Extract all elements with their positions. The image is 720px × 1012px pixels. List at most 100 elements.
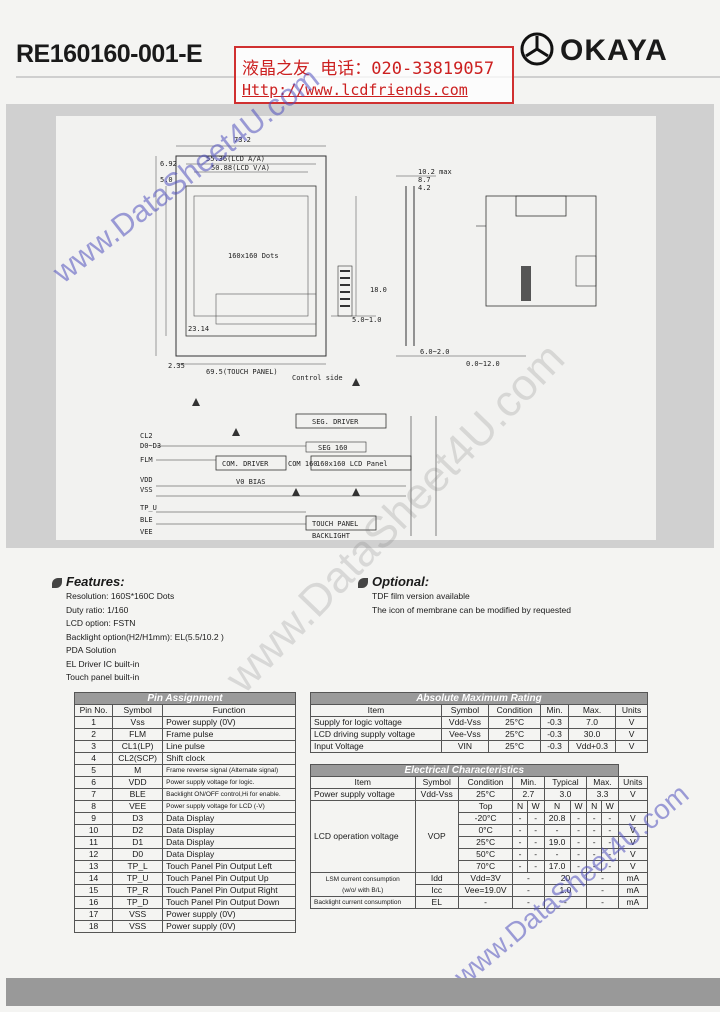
- elec-header-cell: Typical: [543, 776, 588, 789]
- elec-cell: -: [600, 824, 619, 837]
- abs-header-cell: Max.: [567, 704, 617, 717]
- okaya-logo: OKAYA: [520, 32, 668, 70]
- elec-cell: Vdd=3V: [457, 872, 514, 885]
- feature-item: Resolution: 160S*160C Dots: [66, 591, 175, 601]
- pin-cell: Touch Panel Pin Output Up: [162, 872, 296, 885]
- elec-cell: -: [512, 884, 545, 897]
- elec-cell: mA: [617, 872, 649, 885]
- elec-cell: 2.7: [512, 788, 545, 801]
- signal-flm-label: FLM: [140, 456, 153, 464]
- abs-header-cell: Item: [310, 704, 442, 717]
- dim-6-92-label: 6.92: [160, 160, 177, 168]
- seg-driver-label: SEG. DRIVER: [312, 418, 359, 426]
- pin-cell: BLE: [112, 788, 164, 801]
- stamp-url-link[interactable]: Http://www.lcdfriends.com: [242, 81, 468, 99]
- elec-cell: -: [512, 812, 528, 825]
- dim-va-label: 50.88(LCD V/A): [211, 164, 270, 172]
- features-heading: Features:: [52, 574, 125, 589]
- dim-2-35-label: 2.35: [168, 362, 185, 370]
- pin-cell: 10: [73, 824, 114, 837]
- elec-cell: -: [569, 824, 588, 837]
- abs-table-title: Absolute Maximum Rating: [310, 692, 648, 705]
- pin-cell: TP_D: [112, 896, 164, 909]
- pin-cell: Data Display: [162, 824, 296, 837]
- dim-23-14-label: 23.14: [188, 325, 209, 333]
- pin-cell: D1: [112, 836, 164, 849]
- pin-cell: 11: [73, 836, 114, 849]
- dim-4-2-label: 4.2: [418, 184, 431, 192]
- abs-header-cell: Condition: [488, 704, 542, 717]
- distributor-stamp: 液晶之友 电话：020-33819057 Http://www.lcdfrien…: [234, 46, 514, 104]
- pin-cell: Power supply (0V): [162, 716, 296, 729]
- elec-cell: -: [586, 896, 619, 909]
- lsm-item-label: LSM current consumption: [325, 875, 400, 883]
- elec-cell: -: [569, 860, 588, 873]
- elec-header-cell: Item: [310, 776, 416, 789]
- pin-cell: 13: [73, 860, 114, 873]
- com-ic-label: COM 160: [288, 460, 318, 468]
- elec-cell: 0°C: [457, 824, 514, 837]
- abs-header-cell: Min.: [540, 704, 569, 717]
- pin-cell: VEE: [112, 800, 164, 813]
- abs-header-cell: Symbol: [440, 704, 490, 717]
- elec-cell: -: [600, 860, 619, 873]
- elec-cell: -: [543, 824, 571, 837]
- signal-vss-label: VSS: [140, 486, 153, 494]
- elec-cell: -: [526, 824, 545, 837]
- elec-cell: N: [586, 800, 602, 813]
- dim-5-0-label: 5.0: [160, 176, 173, 184]
- elec-cell: LCD operation voltage: [310, 800, 416, 873]
- abs-cell: 30.0: [567, 728, 617, 741]
- pin-cell: 3: [73, 740, 114, 753]
- pin-cell: Shift clock: [162, 752, 296, 765]
- feature-item: Duty ratio: 1/160: [66, 604, 129, 615]
- elec-cell: -: [512, 848, 528, 861]
- abs-cell: Vdd-Vss: [440, 716, 490, 729]
- dim-8-7-label: 8.7: [418, 176, 431, 184]
- elec-cell: [617, 800, 649, 813]
- dim-5-1-label: 5.0~1.0: [352, 316, 382, 324]
- abs-cell: V: [615, 740, 648, 753]
- pin-cell: 1: [73, 716, 114, 729]
- pin-cell: TP_R: [112, 884, 164, 897]
- elec-cell: -: [526, 860, 545, 873]
- elec-cell: -: [586, 884, 619, 897]
- pin-cell: 16: [73, 896, 114, 909]
- pin-cell: Frame pulse: [162, 728, 296, 741]
- elec-cell: 25°C: [457, 836, 514, 849]
- pin-cell: D3: [112, 812, 164, 825]
- table-row: LSM current consumption(w/o/ with B/L)Id…: [310, 872, 649, 897]
- pin-cell: VSS: [112, 920, 164, 933]
- pin-cell: 2: [73, 728, 114, 741]
- pin-cell: D0: [112, 848, 164, 861]
- lsm-item-sub-label: (w/o/ with B/L): [342, 886, 384, 894]
- table-row: 70°C--17.0---V: [311, 860, 649, 873]
- elec-cell: 20: [543, 872, 588, 885]
- optional-item: The icon of membrane can be modified by …: [372, 604, 571, 615]
- dim-6-2-label: 6.0~2.0: [420, 348, 450, 356]
- elec-cell: V: [617, 848, 649, 861]
- elec-cell: 19.0: [543, 836, 571, 849]
- elec-cell: -: [600, 848, 619, 861]
- mechanical-drawing: 73.2 55.36(LCD A/A) 50.88(LCD V/A) 6.92 …: [56, 116, 656, 540]
- elec-header-cell: Condition: [457, 776, 514, 789]
- elec-cell: -: [586, 836, 602, 849]
- abs-cell: 25°C: [488, 716, 542, 729]
- pin-cell: 5: [73, 764, 114, 777]
- elec-cell: -: [586, 848, 602, 861]
- pin-cell: 14: [73, 872, 114, 885]
